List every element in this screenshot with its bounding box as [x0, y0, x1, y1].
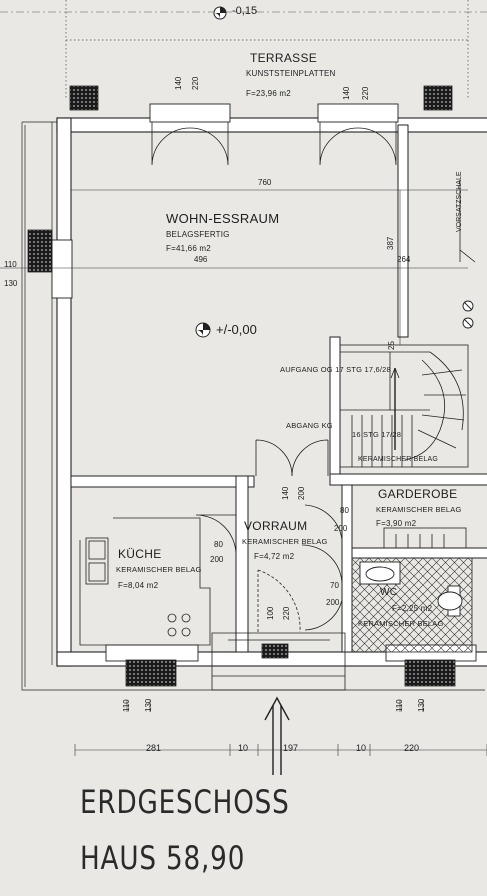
dim-80-garderobe: 80 [340, 506, 349, 515]
dim-220-left: 220 [191, 76, 200, 90]
windows [51, 103, 477, 662]
room-wc-finish: KERAMISCHER BELAG [358, 619, 444, 628]
room-terrasse-name: TERRASSE [250, 51, 318, 65]
room-terrasse-area: F=23,96 m2 [246, 89, 291, 98]
wc-fixtures [359, 561, 463, 617]
stair-down-label: ABGANG KG [286, 421, 333, 430]
dim-140-left: 140 [174, 76, 183, 90]
room-wohn-finish: BELAGSFERTIG [166, 230, 230, 239]
dim-281: 281 [146, 743, 162, 753]
dim-110-bottom-right: 110 [395, 699, 404, 712]
staircase [339, 344, 469, 468]
dim-387: 387 [386, 236, 395, 250]
level-marker-floor-icon [195, 322, 211, 338]
room-vorraum-area: F=4,72 m2 [254, 552, 295, 561]
dim-220-bottom: 220 [404, 743, 420, 753]
dim-110-bottom-left: 110 [122, 699, 131, 712]
room-wohn-name: WOHN-ESSRAUM [166, 211, 280, 226]
dim-760: 760 [258, 178, 272, 187]
vent-blocks [27, 85, 456, 687]
dim-496: 496 [194, 255, 208, 264]
stair-up-label: AUFGANG OG 17 STG 17,6/28 [280, 365, 391, 374]
garderobe-rail [383, 527, 467, 549]
room-kueche-area: F=8,04 m2 [118, 581, 159, 590]
room-wohn-area: F=41,66 m2 [166, 244, 211, 253]
dim-130-left: 130 [4, 279, 18, 288]
sockets [462, 300, 474, 329]
room-garderobe-area: F=3,90 m2 [376, 519, 417, 528]
dim-140-door: 140 [281, 486, 290, 500]
room-garderobe-name: GARDEROBE [378, 487, 458, 501]
level-marker-top-icon [213, 6, 227, 20]
dim-10-b: 10 [356, 743, 367, 753]
dim-140-right: 140 [342, 86, 351, 100]
room-garderobe-finish: KERAMISCHER BELAG [376, 505, 462, 514]
dim-10-a: 10 [238, 743, 249, 753]
room-wc-area: F=2,25 m2 [392, 604, 433, 613]
drawing-subtitle: HAUS 58,90 [80, 839, 246, 877]
room-kueche-finish: KERAMISCHER BELAG [116, 565, 202, 574]
dim-220-entry: 220 [282, 606, 291, 620]
room-kueche-name: KÜCHE [118, 547, 162, 561]
entrance-arrow-icon [264, 696, 290, 775]
dim-130-bottom-right: 130 [417, 698, 426, 712]
room-vorraum-name: VORRAUM [244, 519, 308, 533]
room-vorraum-finish: KERAMISCHER BELAG [242, 537, 328, 546]
dim-25: 25 [387, 341, 396, 350]
vorsatz-shale [459, 180, 476, 263]
stair-down-steps: 16 STG 17/28 [352, 430, 402, 439]
dim-220-right: 220 [361, 86, 370, 100]
dim-200-kitchen-door: 200 [210, 555, 224, 564]
room-wc-name: WC [380, 587, 398, 598]
dim-200-garderobe: 200 [334, 524, 348, 533]
entrance-porch [211, 632, 346, 691]
dim-130-bottom-left: 130 [144, 698, 153, 712]
dim-110-left: 110 [4, 260, 17, 269]
drawing-title: ERDGESCHOSS [80, 783, 290, 821]
dim-200-wc: 200 [326, 598, 340, 607]
dim-70-wc: 70 [330, 581, 339, 590]
dimension-lines [0, 189, 487, 756]
level-floor: +/-0,00 [216, 322, 257, 337]
vorsatzschale-label: VORSATZSCHALE [456, 171, 463, 232]
room-terrasse-finish: KUNSTSTEINPLATTEN [246, 69, 336, 78]
level-top: -0,15 [232, 5, 258, 17]
dim-197: 197 [283, 743, 299, 753]
dim-100-entry: 100 [266, 606, 275, 620]
dim-264: 264 [397, 255, 411, 264]
kitchen-counter [79, 517, 211, 646]
interior-walls [70, 124, 487, 653]
dim-80-kitchen-door: 80 [214, 540, 223, 549]
terrace-outline [65, 0, 469, 100]
stair-finish: KERAMISCHER BELAG [358, 456, 439, 463]
dim-200-door: 200 [297, 486, 306, 500]
